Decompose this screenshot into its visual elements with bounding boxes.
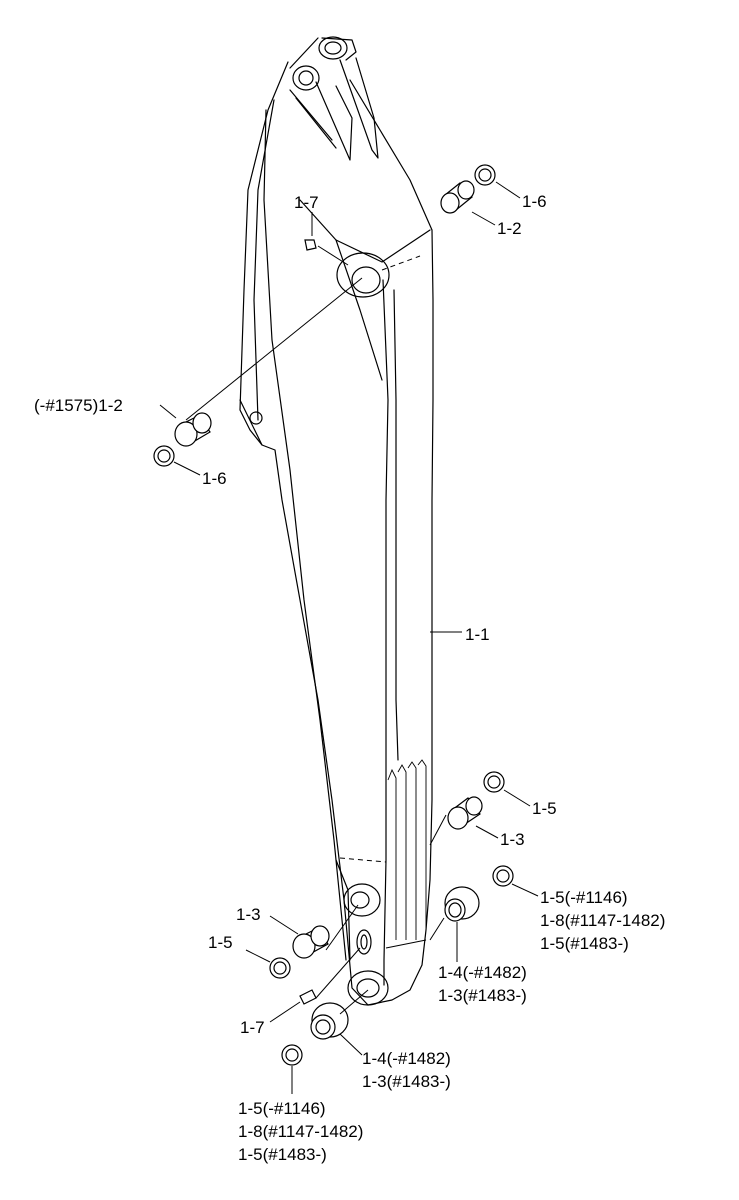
label-1-8-b-line2: 1-8(#1147-1482) xyxy=(238,1122,363,1141)
label-1-4-bottom: 1-4(-#1482) xyxy=(362,1049,451,1068)
shim-left-low xyxy=(269,957,291,979)
top-pin-boss xyxy=(249,252,390,425)
label-1-5-b-line1: 1-5(-#1146) xyxy=(238,1099,326,1118)
shim-right xyxy=(483,771,505,793)
leader-lines xyxy=(159,181,539,1094)
shim-left xyxy=(153,445,175,467)
label-1-2-top: 1-2 xyxy=(497,219,522,238)
label-1-5-r-line1: 1-5(-#1146) xyxy=(540,888,628,907)
shim-bottom xyxy=(281,1044,303,1066)
shim-top-right xyxy=(474,164,496,186)
label-1-7-top: 1-7 xyxy=(294,193,319,212)
label-1-4-right: 1-4(-#1482) xyxy=(438,963,527,982)
label-1-1: 1-1 xyxy=(465,625,490,644)
label-1-5-right: 1-5 xyxy=(532,799,557,818)
flange-bush-bottom xyxy=(310,1002,349,1040)
label-1-3-right-alt: 1-3(#1483-) xyxy=(438,986,527,1005)
bush-left xyxy=(174,412,212,447)
arm-body xyxy=(239,36,434,1006)
label-1-5-left: 1-5 xyxy=(208,933,233,952)
bush-left-low xyxy=(292,925,330,959)
label-1-3-left: 1-3 xyxy=(236,905,261,924)
bush-top-right xyxy=(440,180,475,214)
grease-nipple-bottom xyxy=(299,989,317,1005)
label-1-7-bottom: 1-7 xyxy=(240,1018,265,1037)
label-1-5-b-line3: 1-5(#1483-) xyxy=(238,1145,327,1164)
bush-right xyxy=(447,796,483,830)
bottom-pin-bosses xyxy=(343,883,389,1006)
label-1-2-left: (-#1575)1-2 xyxy=(34,396,123,415)
label-1-6-top: 1-6 xyxy=(522,192,547,211)
label-1-3-bottom: 1-3(#1483-) xyxy=(362,1072,451,1091)
grease-nipple-top xyxy=(304,239,317,251)
label-1-8-r-line2: 1-8(#1147-1482) xyxy=(540,911,665,930)
shim-right-lower xyxy=(492,865,514,887)
flange-bush-right xyxy=(444,886,480,922)
label-1-3-right: 1-3 xyxy=(500,830,525,849)
label-1-5-r-line3: 1-5(#1483-) xyxy=(540,934,629,953)
label-1-6-left: 1-6 xyxy=(202,469,227,488)
part-labels: 1-6 1-2 1-7 (-#1575)1-2 1-6 1-1 1-5 1-3 … xyxy=(34,192,665,1164)
